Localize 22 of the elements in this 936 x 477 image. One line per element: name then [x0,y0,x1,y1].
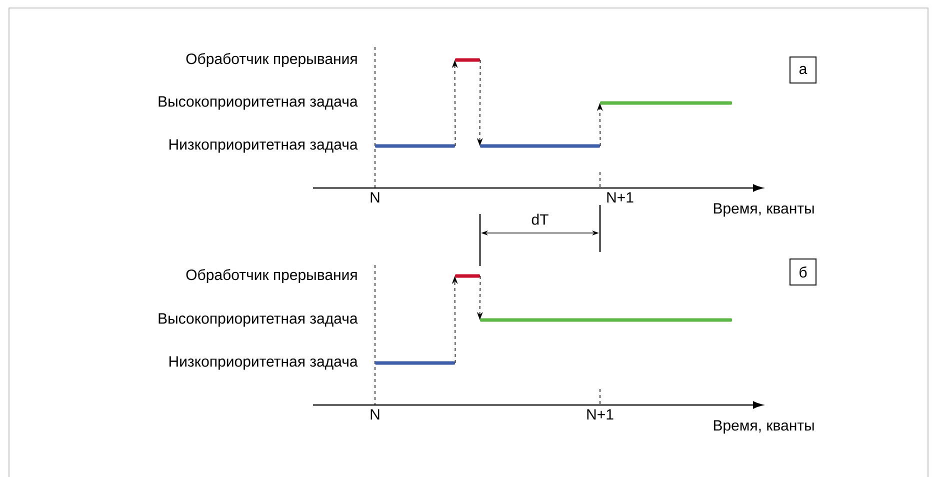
task-bar [375,144,455,148]
row-label: Высокоприоритетная задача [158,96,358,110]
row-label: Низкоприоритетная задача [169,139,358,153]
task-bar [455,274,480,278]
tick-label: N [370,409,380,420]
row-label: Обработчик прерывания [186,268,357,284]
tick-label: N [370,192,380,203]
task-bar [600,101,732,105]
axis-label: Время, кванты [714,420,814,434]
panel-letter-box: а [790,56,816,84]
task-bar [455,58,480,62]
panel-letter-box: б [790,258,816,286]
task-bar [480,318,732,322]
tick-label: N+1 [587,409,614,420]
dimension-label: dT [532,214,548,225]
row-label: Низкоприоритетная задача [169,356,358,370]
task-bar [375,361,455,365]
tick-label: N+1 [607,192,634,203]
task-bar [480,144,600,148]
axis-label: Время, кванты [714,203,814,217]
row-label: Высокоприоритетная задача [158,313,358,327]
row-label: Обработчик прерывания [186,52,357,68]
